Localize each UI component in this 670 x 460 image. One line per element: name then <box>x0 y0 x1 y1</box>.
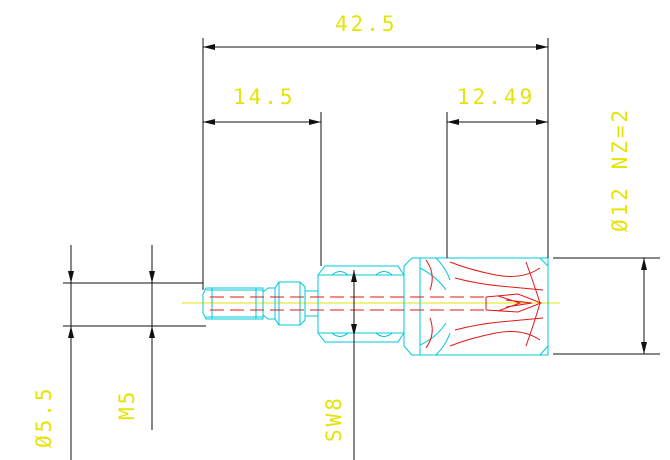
part-outline <box>202 257 549 356</box>
hex-body <box>317 265 405 343</box>
flute-upper <box>449 261 541 277</box>
cutter-head <box>403 257 549 356</box>
hidden-detail <box>210 259 544 349</box>
threaded-shank <box>202 287 264 320</box>
thread-length-label: 14.5 <box>233 85 296 109</box>
flute-lower <box>449 331 541 347</box>
dimension-lines <box>63 38 660 460</box>
collar <box>274 281 306 326</box>
thread-size-label: M5 <box>115 389 139 420</box>
overall-length-label: 42.5 <box>335 12 398 36</box>
wrench-size-label: SW8 <box>322 395 346 442</box>
head-diameter-label: Ø12 NZ=2 <box>608 107 632 232</box>
neck <box>262 287 276 320</box>
shank-diameter-label: Ø5.5 <box>32 385 56 448</box>
head-length-label: 12.49 <box>457 85 535 109</box>
